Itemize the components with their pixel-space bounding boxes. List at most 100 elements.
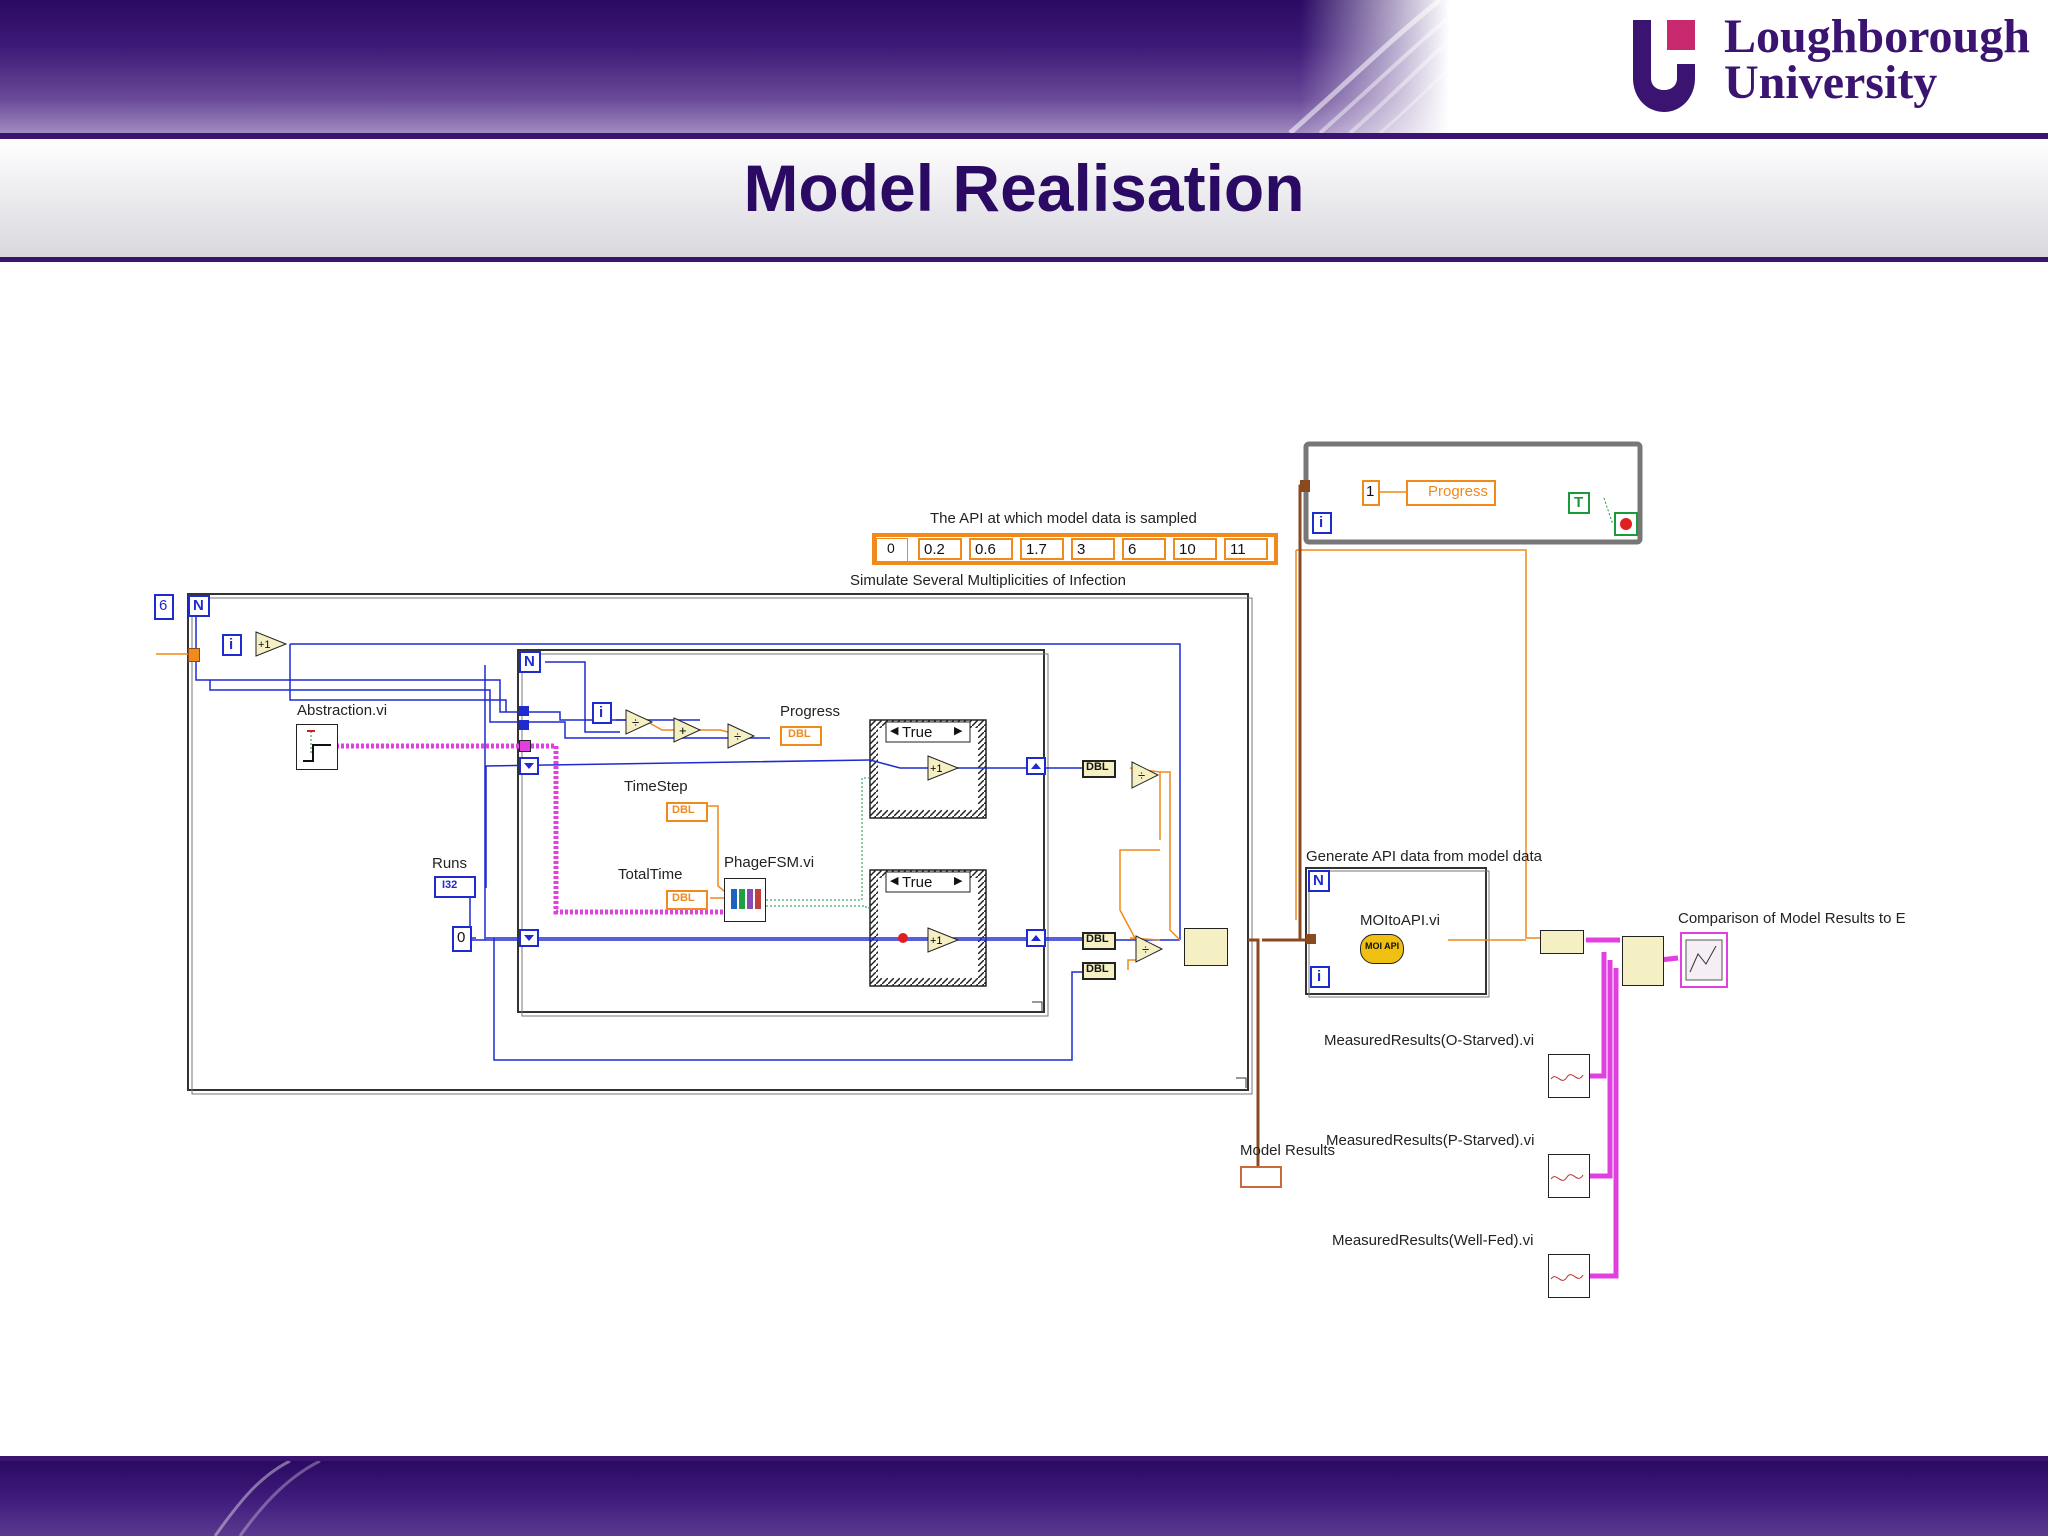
api-array-label: The API at which model data is sampled <box>930 510 1197 527</box>
to-dbl-node: DBL <box>1082 962 1116 980</box>
array-element[interactable]: 11 <box>1224 538 1268 560</box>
array-element[interactable]: 0.6 <box>969 538 1013 560</box>
svg-text:+1: +1 <box>930 935 943 947</box>
footer-band <box>0 1461 2048 1536</box>
svg-text:+: + <box>679 723 687 738</box>
phagefsm-label: PhageFSM.vi <box>724 854 815 871</box>
progress-local-variable: Progress <box>1406 480 1496 506</box>
moitoapi-frame-label: Generate API data from model data <box>1306 848 1542 865</box>
svg-text:÷: ÷ <box>632 715 639 730</box>
divide-node: ÷ <box>1130 760 1160 795</box>
divide-node: ÷ <box>624 708 654 741</box>
true-constant[interactable]: T <box>1568 492 1590 514</box>
blue-wires <box>195 605 1181 1061</box>
measured-label-p-starved: MeasuredResults(P-Starved).vi <box>1326 1132 1535 1149</box>
array-element[interactable]: 10 <box>1173 538 1217 560</box>
orange-wires <box>156 491 1540 970</box>
progress-label: Progress <box>780 703 841 720</box>
array-element[interactable]: 0.2 <box>918 538 962 560</box>
inner-i-terminal: i <box>592 702 612 724</box>
to-dbl-node: DBL <box>1082 932 1116 950</box>
svg-text:÷: ÷ <box>734 729 741 744</box>
tunnel <box>519 720 529 730</box>
moitoapi-vi[interactable]: MOI API <box>1360 934 1404 964</box>
measured-label-well-fed: MeasuredResults(Well-Fed).vi <box>1332 1232 1534 1249</box>
build-array-node-2 <box>1622 936 1664 986</box>
divide-node: ÷ <box>726 722 756 755</box>
while-i-terminal: i <box>1312 512 1332 534</box>
footer-swoosh <box>213 1461 321 1536</box>
outer-i-terminal: i <box>222 634 242 656</box>
measured-label-o-starved: MeasuredResults(O-Starved).vi <box>1324 1032 1535 1049</box>
slide-title: Model Realisation <box>743 151 1305 225</box>
case-structure-top <box>869 719 987 819</box>
totaltime-control[interactable]: DBL <box>666 890 708 910</box>
title-band <box>0 139 2048 257</box>
increment-node-case-bottom: +1 <box>926 926 960 959</box>
shift-register-right <box>1026 929 1046 947</box>
loop-count-constant[interactable]: 6 <box>154 594 174 620</box>
add-node: + <box>672 716 702 749</box>
measured-o-starved-vi[interactable] <box>1548 1054 1590 1098</box>
inner-n-terminal: N <box>519 651 541 673</box>
tunnel <box>1300 480 1310 492</box>
measured-p-starved-vi[interactable] <box>1548 1154 1590 1198</box>
svg-text:+1: +1 <box>930 763 943 775</box>
progress-loop-constant[interactable]: 1 <box>1362 480 1380 506</box>
increment-node-case-top: +1 <box>926 754 960 787</box>
shift-register-left <box>519 929 539 947</box>
runs-control[interactable]: I32 <box>434 876 476 898</box>
footer-rule <box>0 1456 2048 1461</box>
build-array-node <box>1540 930 1584 954</box>
abstraction-vi[interactable] <box>296 724 338 770</box>
moitoapi-label: MOItoAPI.vi <box>1360 912 1441 929</box>
stop-terminal <box>1614 512 1638 536</box>
phagefsm-vi[interactable] <box>724 878 766 922</box>
comparison-label: Comparison of Model Results to E <box>1678 910 1906 927</box>
case-selector-bottom[interactable]: True ◀▶ <box>890 874 963 891</box>
university-logo-mark <box>1633 20 1695 112</box>
shift-register-left <box>519 757 539 775</box>
abstraction-label: Abstraction.vi <box>297 702 388 719</box>
cluster-wires <box>336 743 1679 1279</box>
comparison-graph-indicator <box>1680 932 1728 988</box>
totaltime-label: TotalTime <box>618 866 683 883</box>
array-index[interactable]: 0 <box>876 538 908 562</box>
bundle-node <box>1184 928 1228 966</box>
moitoapi-for-loop <box>1305 867 1490 998</box>
svg-text:÷: ÷ <box>1138 768 1145 783</box>
array-element[interactable]: 6 <box>1122 538 1166 560</box>
measured-well-fed-vi[interactable] <box>1548 1254 1590 1298</box>
tunnel <box>1306 934 1316 944</box>
university-logo-text: Loughborough University <box>1724 10 2030 109</box>
outer-for-loop <box>187 593 1253 1095</box>
coercion-dot <box>898 933 908 943</box>
auto-index-tunnel <box>188 648 200 662</box>
cluster-tunnel <box>519 740 531 752</box>
model-results-label: Model Results <box>1240 1142 1336 1159</box>
svg-text:÷: ÷ <box>1142 942 1149 957</box>
svg-text:+1: +1 <box>258 639 271 651</box>
inner-for-loop <box>517 649 1049 1017</box>
moitoapi-n-terminal: N <box>1308 870 1330 892</box>
api-array-values: 0.2 0.6 1.7 3 6 10 11 <box>918 538 1278 560</box>
model-results-indicator <box>1240 1166 1282 1188</box>
to-dbl-node: DBL <box>1082 760 1116 778</box>
array-element[interactable]: 1.7 <box>1020 538 1064 560</box>
timestep-control[interactable]: DBL <box>666 802 708 822</box>
progress-indicator: DBL <box>780 726 822 746</box>
array-element[interactable]: 3 <box>1071 538 1115 560</box>
divide-node: ÷ <box>1134 934 1164 969</box>
zero-constant[interactable]: 0 <box>452 926 472 952</box>
increment-node-outer: +1 <box>254 630 288 663</box>
case-selector-top[interactable]: True ◀▶ <box>890 724 963 741</box>
timestep-label: TimeStep <box>624 778 688 795</box>
title-rule <box>0 257 2048 262</box>
outer-n-terminal: N <box>188 595 210 617</box>
shift-register-right <box>1026 757 1046 775</box>
outer-loop-label: Simulate Several Multiplicities of Infec… <box>850 572 1126 589</box>
progress-while-loop <box>1303 441 1643 545</box>
header-rule <box>0 133 2048 139</box>
tunnel <box>519 706 529 716</box>
